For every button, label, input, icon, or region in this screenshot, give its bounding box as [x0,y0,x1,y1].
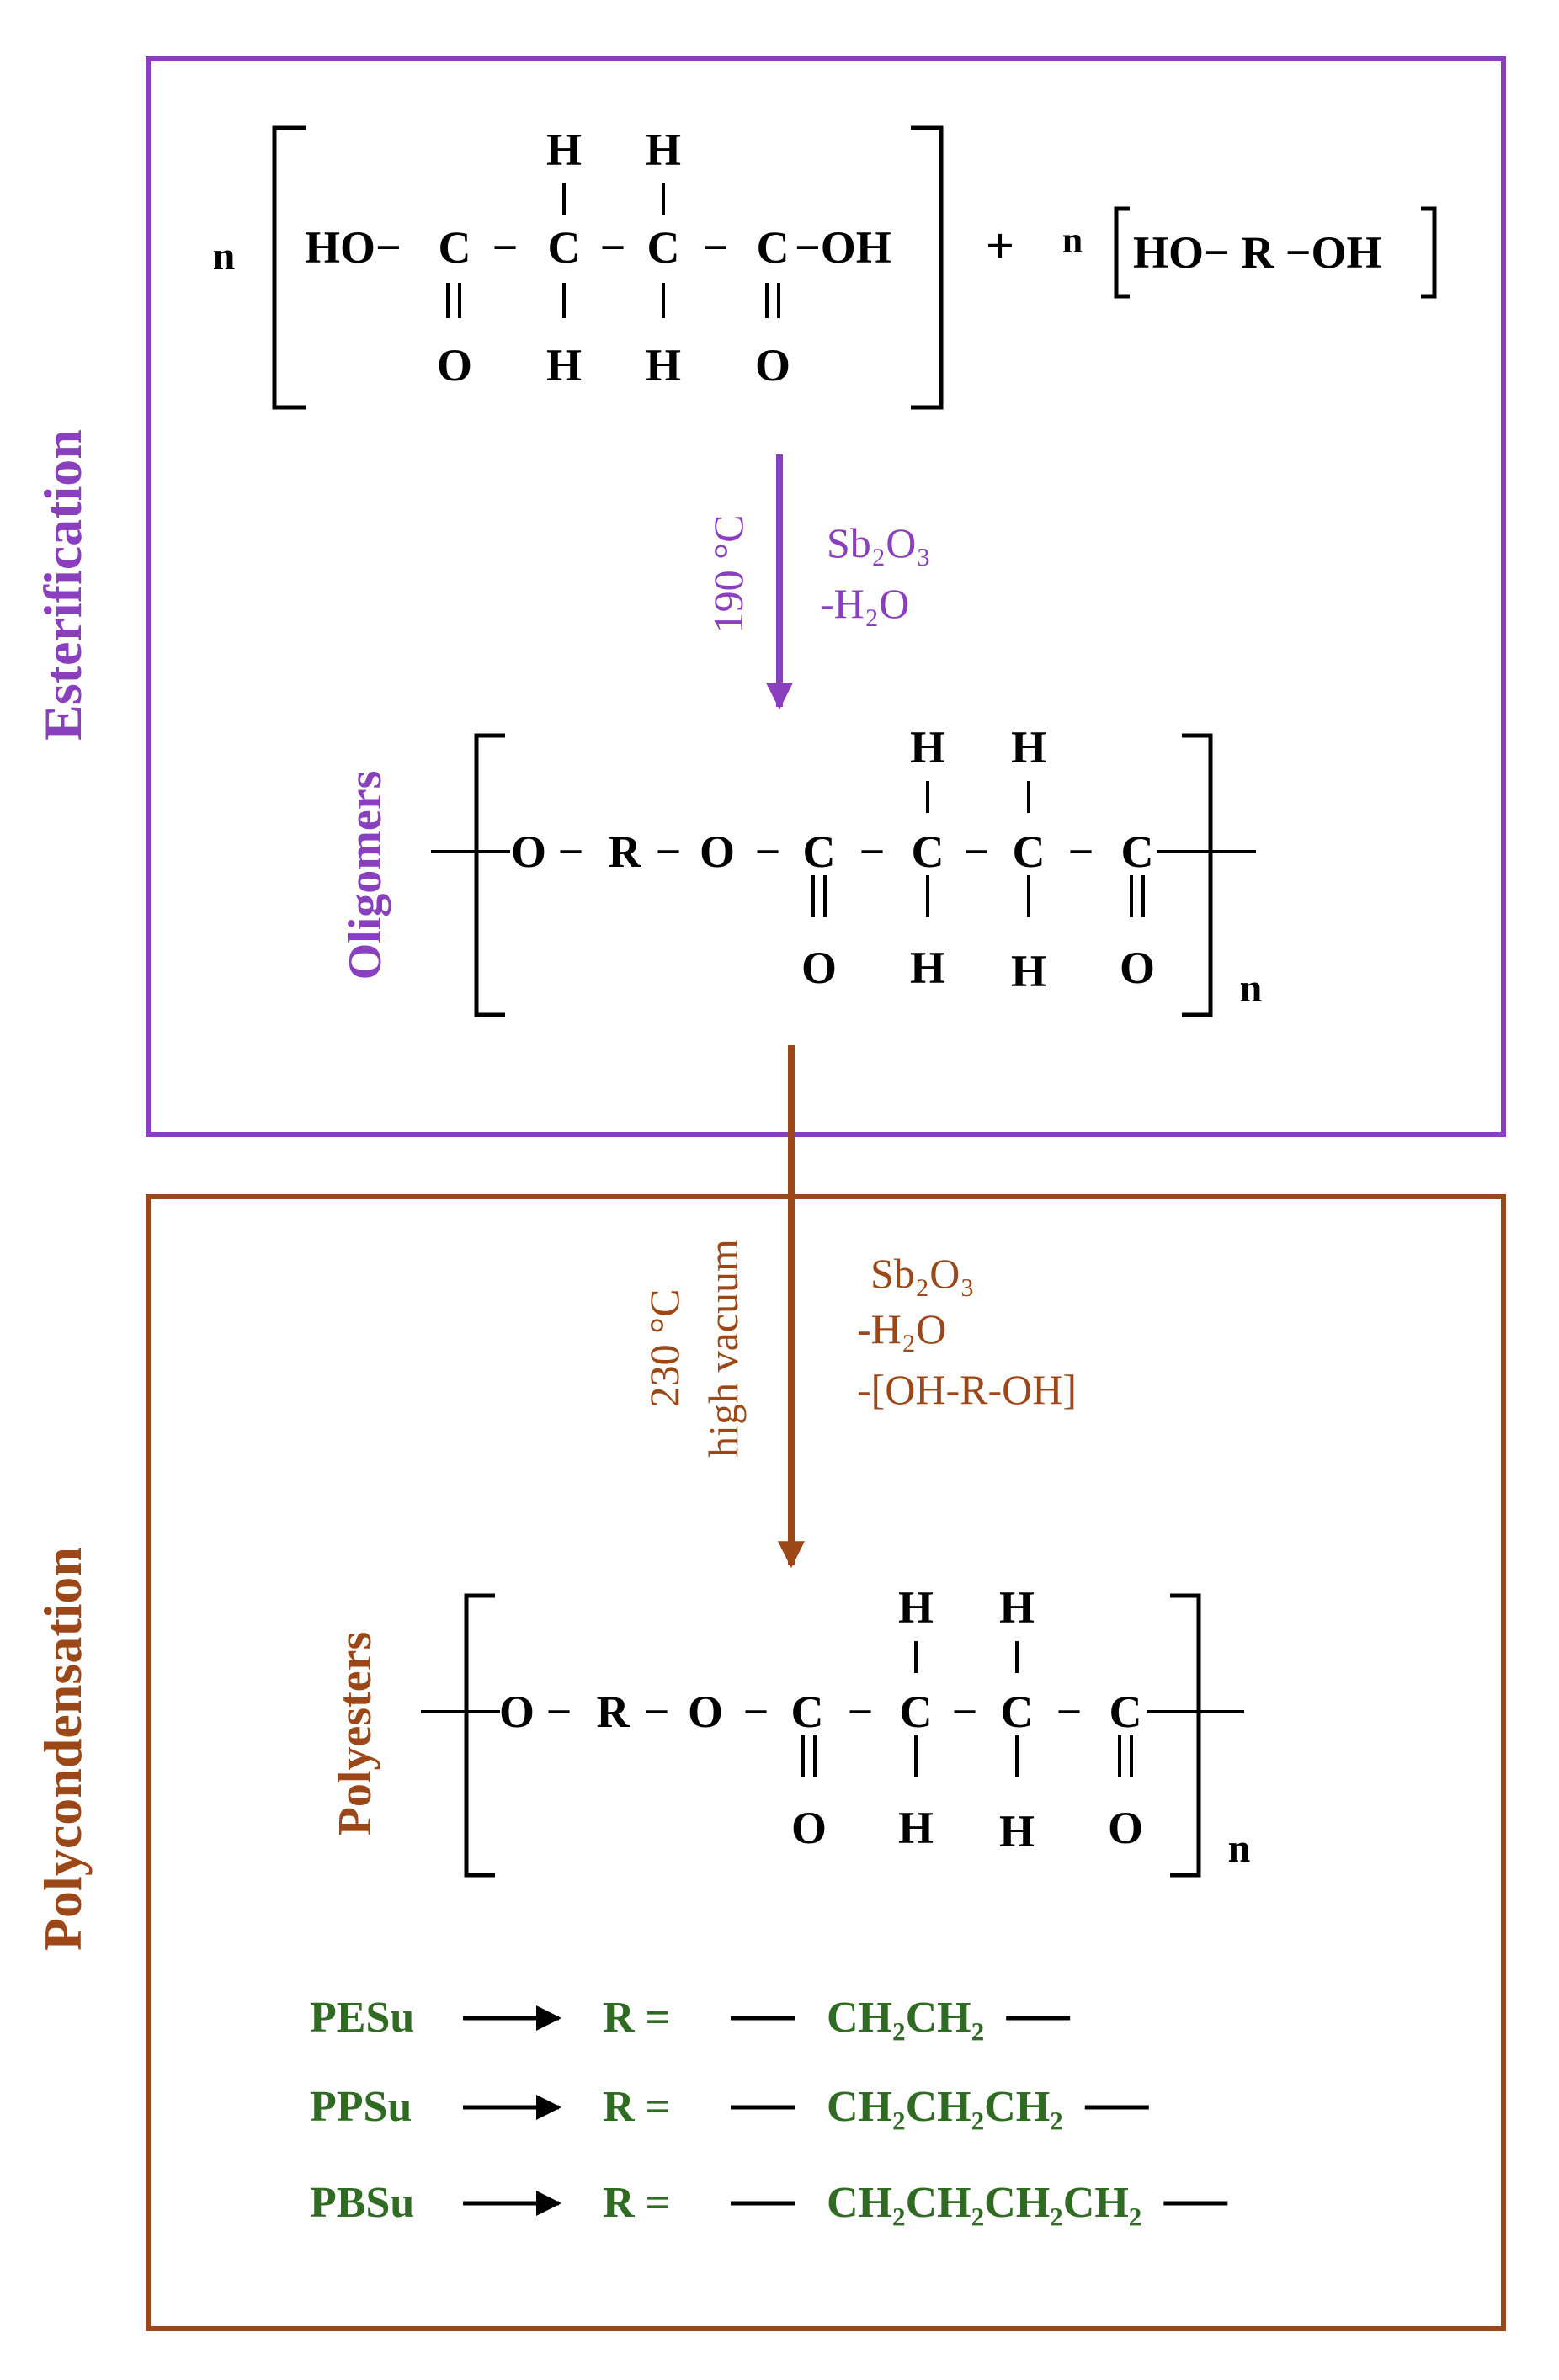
oligomer-chain-atom-6: C [803,826,836,877]
polyester-chain-atom-9: − [952,1687,978,1737]
esterification-title: Esterification [33,429,93,741]
polyester-subscript-n: n [1228,1826,1251,1871]
oligomer-h-bot-2: H [1011,946,1046,996]
reactants: n H H HO− C − C − C − C −OH O H H O + n [213,125,1437,410]
oligomer-chain-atom-7: − [859,826,886,877]
oligomers-label: Oligomers [339,771,391,980]
oligomer-chain: O−R−O−C−C−C−C [511,826,1154,877]
esterification-byproduct: -H₂O [820,580,909,627]
polyester-chain-atom-1: − [546,1687,572,1737]
esterification-temperature: 190 °C [705,515,752,634]
acid-bond-3: − [703,222,729,273]
polyester-bracket-right [1170,1593,1201,1878]
polycondensation-byproduct-water: -H₂O [857,1305,946,1352]
acid-oh: −OH [795,222,891,273]
oligomer-h-top-2: H [1011,722,1046,773]
oligomer-chain-atom-9: − [964,826,990,877]
acid-bracket-left [272,125,306,410]
polyester-chain-atom-6: C [791,1687,824,1737]
polyester-chain-atom-2: R [597,1687,631,1737]
oligomer-chain-atom-11: − [1068,826,1094,877]
oligomer-chain-atom-0: O [511,826,546,877]
polyester-repeat-unit: O−R−O−C−C−C−C H H O H H O n [421,1582,1251,1878]
diol-formula: HO− R −OH [1133,227,1382,278]
diol-bracket-right [1421,206,1437,299]
oligomer-repeat-unit: O−R−O−C−C−C−C H H O H H O n [431,722,1263,1017]
legend-r-formula: CH₂CH₂CH₂ [827,2083,1063,2131]
oligomer-bracket-left [474,733,505,1017]
polyester-chain: O−R−O−C−C−C−C [499,1687,1142,1737]
r-group-legend: PESu R = CH₂CH₂ PPSu R = CH₂CH₂CH₂ PBSu R = CH₂C… [310,1994,1228,2227]
diol-bracket-left [1114,206,1130,299]
polyester-chain-atom-12: C [1109,1687,1142,1737]
oligomer-bracket-right [1182,733,1213,1017]
polyester-o-2: O [1108,1803,1143,1853]
acid-bond-1: − [492,222,519,273]
oligomer-chain-atom-10: C [1013,826,1046,877]
legend-r-formula: CH₂CH₂ [827,1994,984,2042]
esterification-frame [146,56,1506,1137]
polyester-chain-atom-11: − [1056,1687,1083,1737]
acid-coefficient: n [213,234,236,279]
oligomer-h-top-1: H [910,722,945,773]
polyester-chain-atom-10: C [1001,1687,1034,1737]
polyester-chain-atom-0: O [499,1687,535,1737]
legend-polymer-name: PESu [310,1994,414,2042]
polycondensation-temperature: 230 °C [641,1289,688,1408]
oligomer-subscript-n: n [1240,966,1263,1011]
polycondensation-byproduct-diol: -[OH-R-OH] [857,1366,1077,1413]
legend-r-equals: R = [603,1994,670,2042]
acid-o-2: O [755,340,790,390]
acid-c4: C [757,222,790,273]
polyester-h-top-1: H [898,1582,934,1633]
polycondensation-pressure: high vacuum [700,1239,747,1458]
polyester-chain-atom-5: − [743,1687,769,1737]
acid-h-top-1: H [546,125,582,175]
oligomer-o-2: O [1120,943,1155,993]
acid-bracket-right [911,125,944,410]
polyester-o-1: O [791,1803,827,1853]
acid-bond-2: − [600,222,626,273]
polyester-h-bot-1: H [898,1803,934,1853]
acid-c2: C [548,222,581,273]
oligomer-chain-atom-12: C [1121,826,1154,877]
legend-r-equals: R = [603,2179,670,2227]
polyesters-label: Polyesters [329,1632,381,1836]
oligomer-o-1: O [801,943,837,993]
acid-c1: C [439,222,471,273]
polyester-h-top-2: H [999,1582,1035,1633]
acid-o-1: O [437,340,472,390]
oligomer-h-bot-1: H [910,943,945,993]
oligomer-chain-atom-2: R [609,826,642,877]
acid-h-bot-1: H [546,340,582,390]
polyester-chain-atom-4: O [688,1687,723,1737]
oligomer-chain-atom-1: − [558,826,584,877]
oligomer-chain-atom-3: − [656,826,682,877]
acid-c3: C [647,222,680,273]
oligomer-chain-atom-8: C [912,826,944,877]
oligomer-chain-atom-4: O [700,826,735,877]
esterification-catalyst: Sb₂O₃ [827,519,931,566]
diol-coefficient: n [1062,220,1083,261]
acid-ho: HO− [305,222,402,273]
polyester-chain-atom-8: C [900,1687,933,1737]
polyester-chain-atom-3: − [644,1687,670,1737]
oligomer-chain-atom-5: − [755,826,781,877]
acid-h-top-2: H [646,125,681,175]
legend-r-formula: CH₂CH₂CH₂CH₂ [827,2179,1141,2227]
polyester-chain-atom-7: − [848,1687,874,1737]
acid-h-bot-2: H [646,340,681,390]
polycondensation-catalyst: Sb₂O₃ [870,1250,975,1297]
polyester-bracket-left [464,1593,495,1878]
polycondensation-title: Polycondensation [33,1547,93,1951]
reactant-plus: + [986,218,1014,274]
legend-polymer-name: PPSu [310,2083,412,2131]
polycondensation-frame [146,1194,1506,2331]
polyester-h-bot-2: H [999,1806,1035,1857]
legend-polymer-name: PBSu [310,2179,414,2227]
legend-r-equals: R = [603,2083,670,2131]
